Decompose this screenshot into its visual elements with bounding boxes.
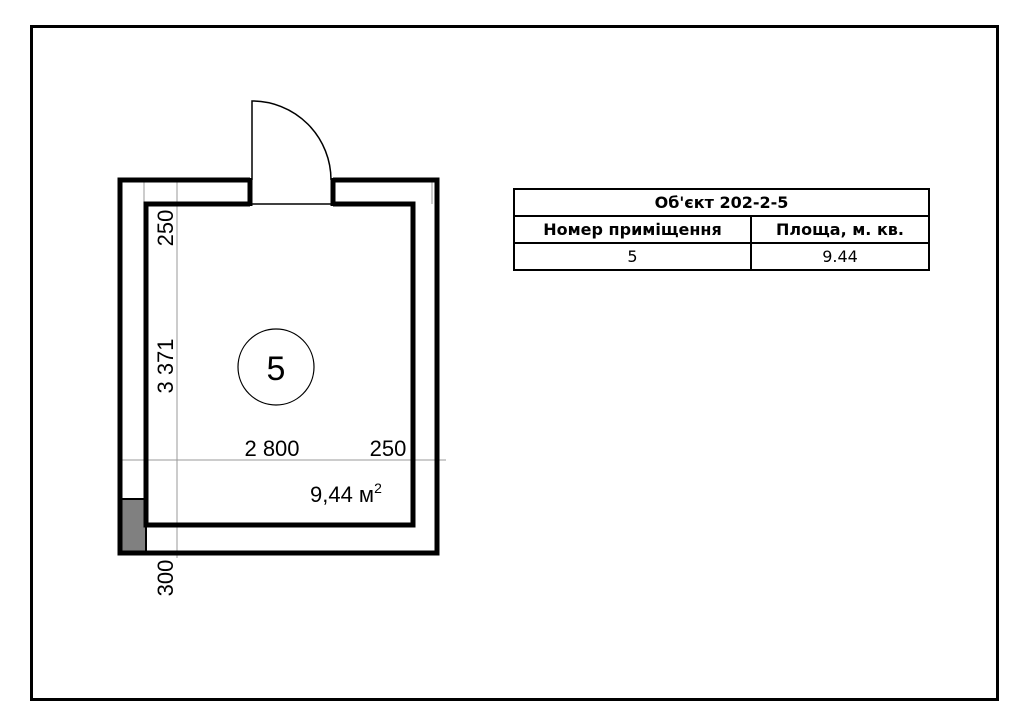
- column-block: [119, 498, 147, 554]
- dimension-top-wall: 250: [153, 210, 178, 247]
- drawing-frame: [30, 25, 999, 701]
- area-superscript: 2: [374, 480, 382, 496]
- dimension-height: 3 371: [153, 338, 178, 393]
- table-row: 5 9.44: [513, 242, 930, 271]
- outer-wall: [117, 177, 440, 556]
- room-info-table: Об'єкт 202-2-5 Номер приміщення Площа, м…: [513, 188, 930, 271]
- room-number: 5: [267, 350, 286, 388]
- room-number-circle: [237, 328, 315, 406]
- table-title: Об'єкт 202-2-5: [513, 188, 930, 217]
- header-room-number: Номер приміщення: [513, 215, 752, 244]
- header-area: Площа, м. кв.: [750, 215, 930, 244]
- dimension-width: 2 800: [244, 436, 299, 461]
- cell-area: 9.44: [750, 242, 930, 271]
- door-swing-icon: [251, 100, 332, 181]
- dimension-bottom-wall: 300: [153, 560, 178, 597]
- area-label: 9,44 м2: [310, 480, 382, 507]
- area-value: 9,44 м: [310, 482, 374, 507]
- inner-wall: [143, 201, 416, 528]
- cell-room-number: 5: [513, 242, 752, 271]
- dimension-right-wall: 250: [370, 436, 407, 461]
